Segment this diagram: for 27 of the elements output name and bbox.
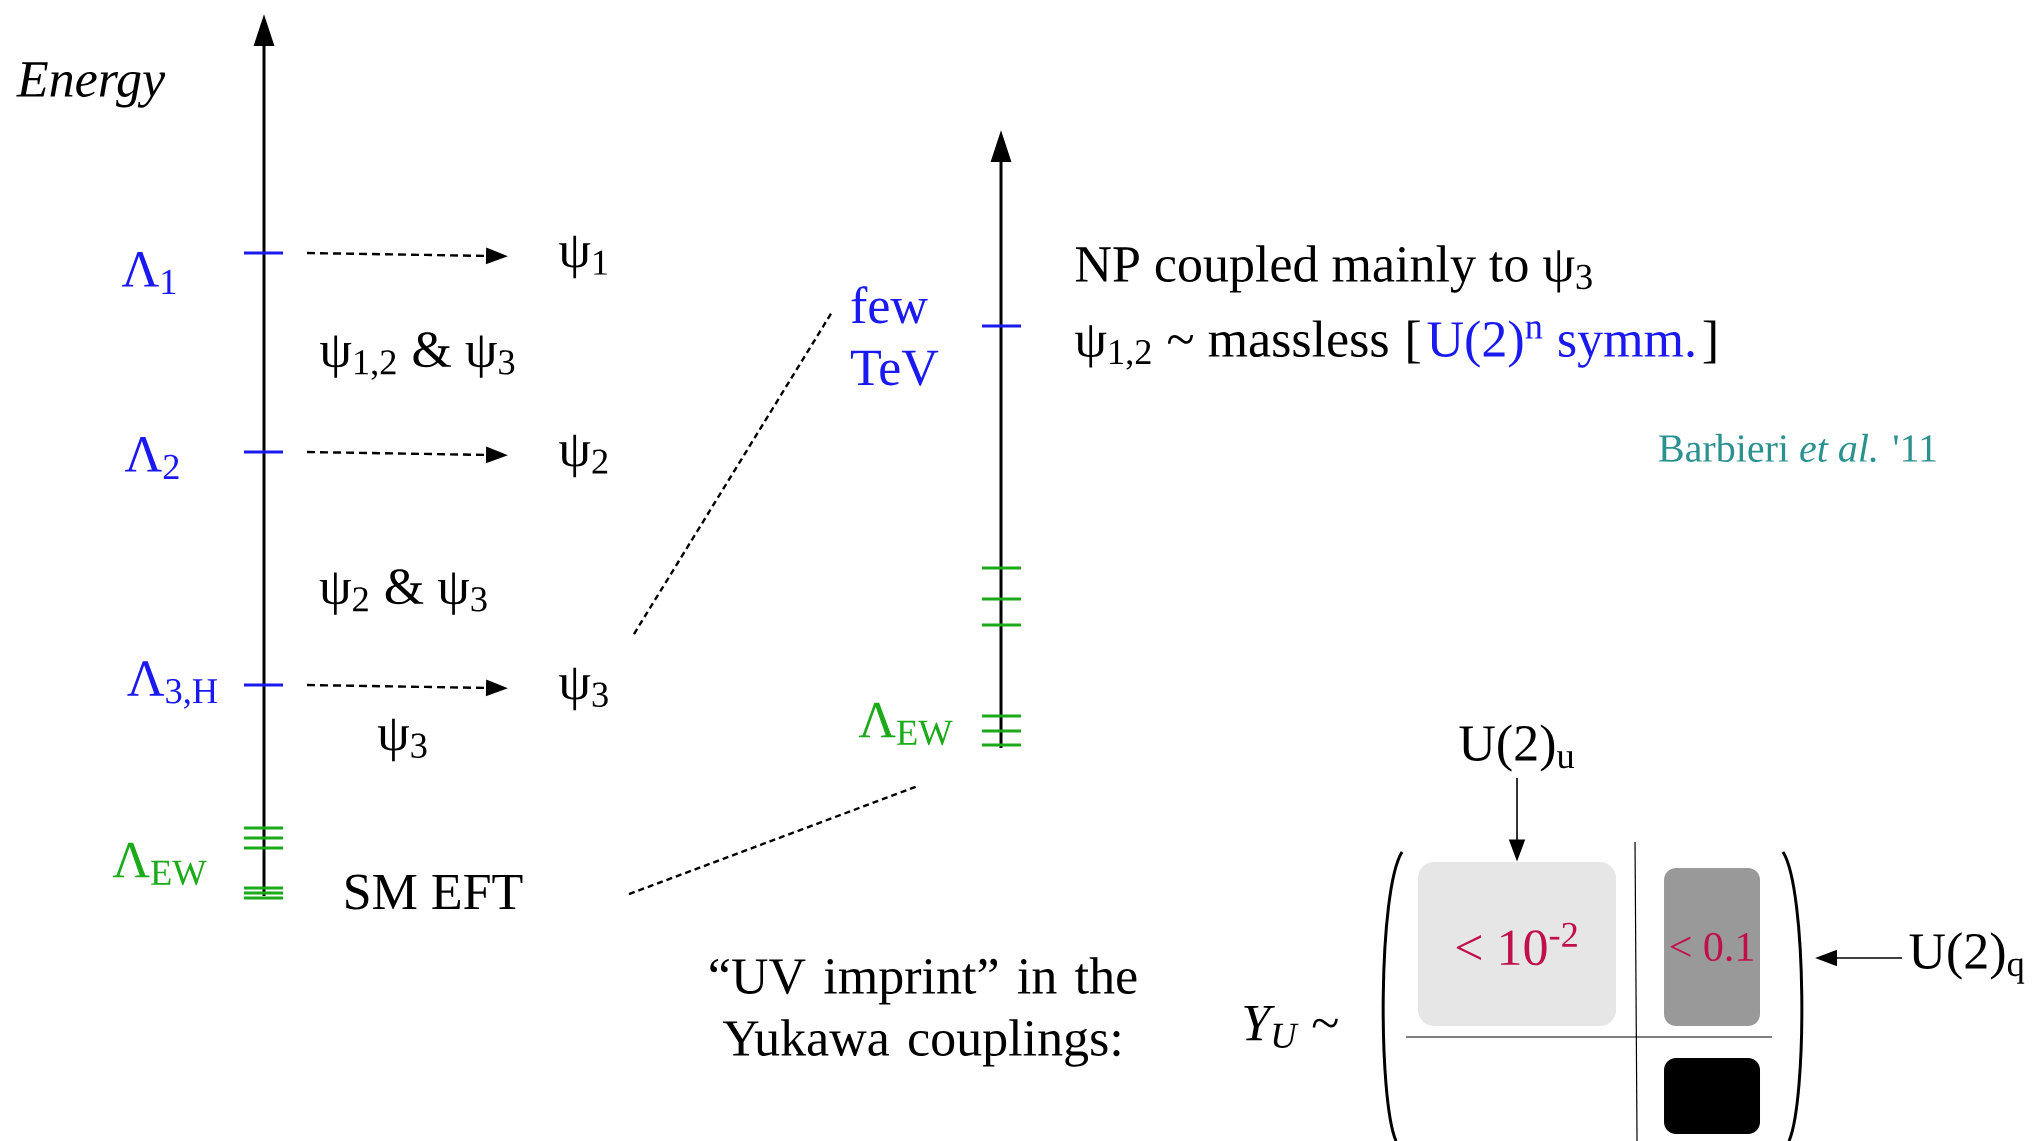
matrix-block: < 0.1 xyxy=(1664,868,1760,1026)
particle-label: ψ$_{3}$ xyxy=(377,718,427,762)
particle-label: ψ$_{2}$ xyxy=(559,434,608,478)
caption-text: “UV imprint” in the Yukawa couplings: xyxy=(710,957,1137,1067)
matrix-symbol: Y$_{U}$ ~ xyxy=(1244,1006,1338,1048)
scale-label: Λ$_{2}$ xyxy=(125,437,179,479)
bracket-text: [ xyxy=(1408,320,1420,364)
bracket-text: ] xyxy=(1703,320,1716,364)
group-label: U(2)$_{q}$ xyxy=(1909,932,2025,984)
scale-label: Λ$_{EW}$ xyxy=(112,842,207,886)
particle-label: ψ$_{1}$ xyxy=(559,235,607,279)
group-label: U(2)$_{u}$ xyxy=(1459,724,1575,772)
note-text: U(2)$^{n}$ symm. xyxy=(1427,320,1694,368)
particle-label: ψ$_{3}$ xyxy=(559,667,608,711)
region-label: SM EFT xyxy=(346,874,523,910)
scale-label: Λ$_{EW}$ xyxy=(858,702,953,746)
citation-text: Barbieri et al. '11 xyxy=(1659,433,1936,463)
note-text: NP coupled mainly to ψ$_{3}$ xyxy=(1075,245,1592,293)
matrix-block xyxy=(1664,1058,1760,1134)
scale-label: Λ$_{1}$ xyxy=(122,252,176,294)
axis-title: Energy xyxy=(16,62,166,108)
matrix-block: < 10$^{-2}$ xyxy=(1418,862,1616,1026)
particle-label: ψ$_{2}$ & ψ$_{3}$ xyxy=(319,569,487,615)
particle-label: ψ$_{1,2}$ & ψ$_{3}$ xyxy=(320,332,515,380)
scale-label: few TeV xyxy=(850,286,939,386)
scale-label: Λ$_{3,H}$ xyxy=(127,661,218,709)
note-text: ψ$_{1,2}$ ~ massless xyxy=(1075,320,1388,370)
